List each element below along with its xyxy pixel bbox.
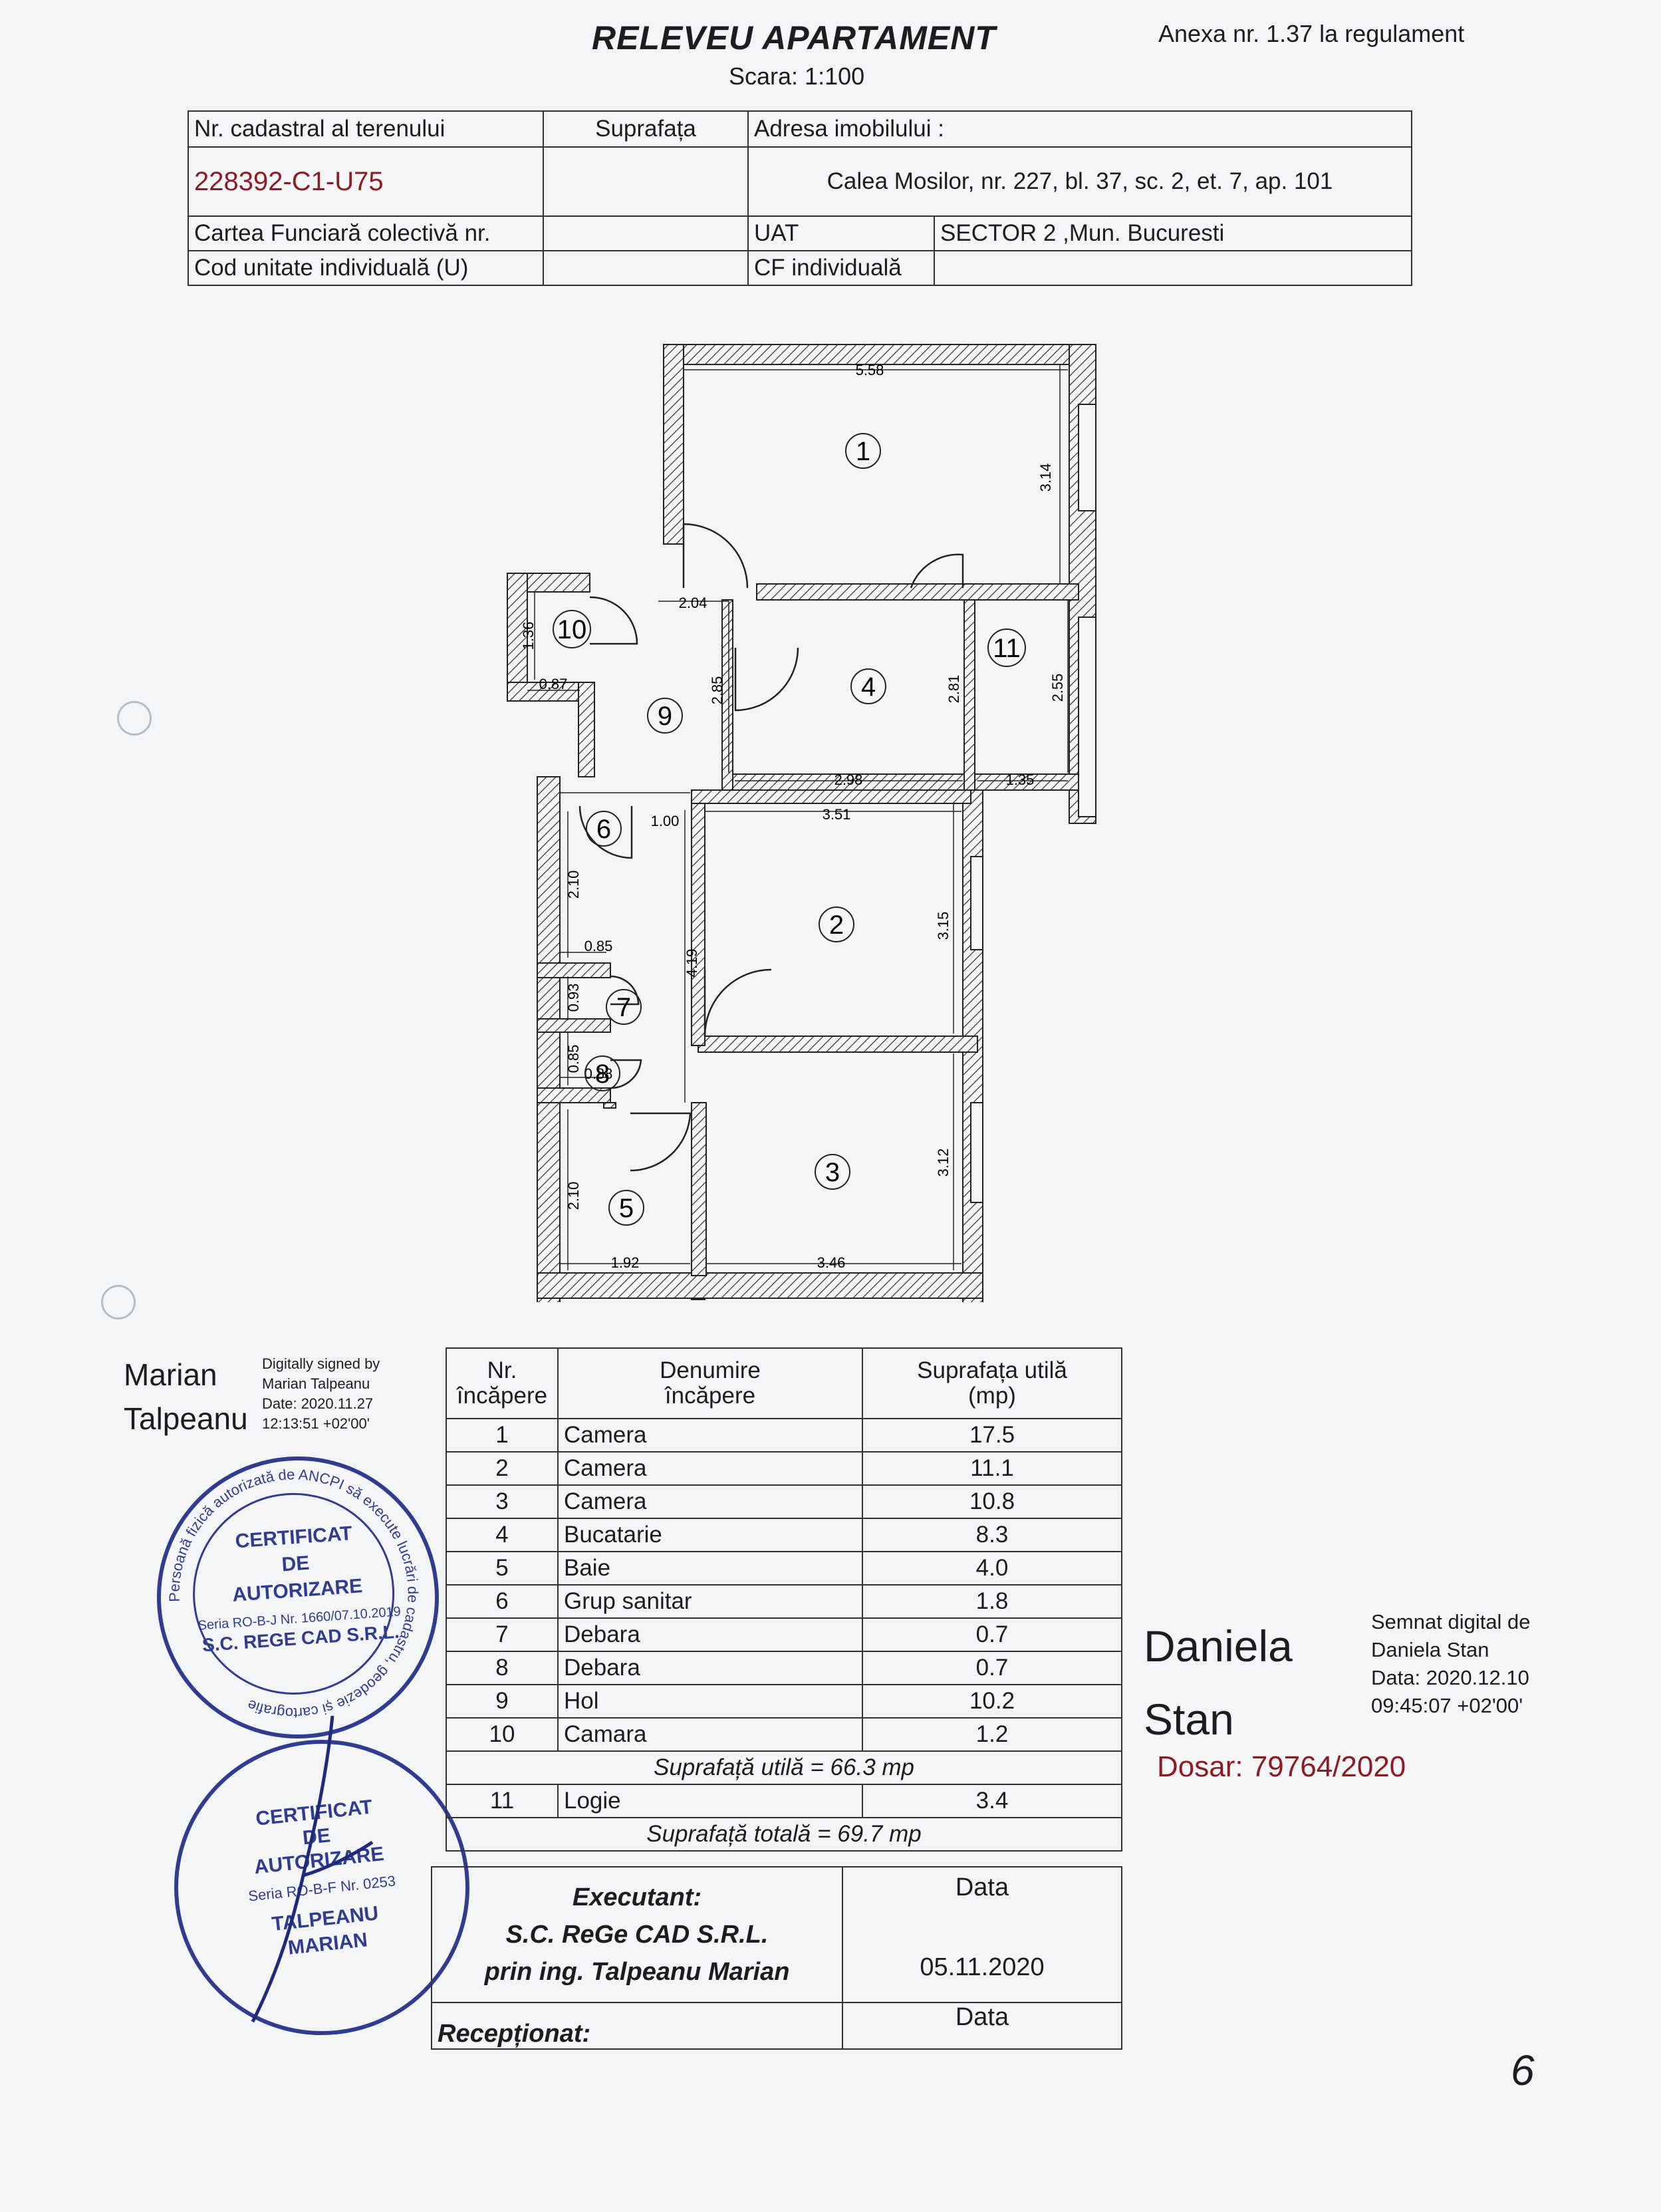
executant-date-cell: Data 05.11.2020 (842, 1866, 1122, 2003)
stamp-ring-text: Persoană fizică autorizată de ANCPI să e… (158, 1457, 430, 1730)
windows (970, 404, 1096, 1203)
property-info-table: Nr. cadastral al terenului Suprafața Adr… (188, 110, 1412, 286)
dim-r3-height: 3.12 (935, 1149, 952, 1177)
handwritten-signature (251, 1715, 374, 2023)
dim-r4-height: 2.81 (946, 675, 962, 704)
room-number-5: 5 (619, 1194, 634, 1223)
dim-r10-width: 0.87 (539, 676, 568, 692)
dim-r4-width: 2.98 (834, 771, 863, 788)
receptionat-date-cell: Data (842, 2002, 1122, 2050)
address-value: Calea Mosilor, nr. 227, bl. 37, sc. 2, e… (747, 146, 1412, 217)
dim-r1-height: 3.14 (1037, 464, 1054, 492)
cadastral-label: Nr. cadastral al terenului (188, 110, 544, 148)
cf-individual-value (934, 250, 1412, 286)
total-area: Suprafață totală = 69.7 mp (446, 1817, 1122, 1852)
dim-r8-width: 0.88 (584, 1065, 613, 1082)
scale-label: Scara: 1:100 (729, 63, 865, 90)
dim-hall-height: 4.19 (684, 949, 700, 978)
room-number-2: 2 (829, 910, 844, 940)
dim-r3-width: 3.46 (817, 1254, 846, 1271)
page-mark: 6 (1511, 2046, 1535, 2094)
executant-cell: Executant: S.C. ReGe CAD S.R.L. prin ing… (431, 1866, 843, 2003)
room-number-10: 10 (557, 615, 587, 644)
dim-r6-top: 1.00 (651, 813, 680, 829)
useful-area-total: Suprafață utilă = 66.3 mp (446, 1750, 1122, 1785)
dim-r5-height: 2.10 (565, 1182, 582, 1210)
room-numbers: 1 2 3 4 5 6 7 8 9 10 11 (557, 437, 1021, 1223)
dosar-number: Dosar: 79764/2020 (1157, 1750, 1406, 1783)
unit-code-label: Cod unitate individuală (U) (188, 250, 544, 286)
col-header-nr: Nr.încăpere (446, 1347, 559, 1419)
digital-signature-info-stan: Semnat digital de Daniela Stan Data: 202… (1371, 1610, 1531, 1717)
receptionat-cell: Recepționat: (431, 2002, 843, 2050)
unit-code-value (543, 250, 749, 286)
dimension-labels: 5.58 3.14 2.04 2.85 1.36 0.87 2.81 2.98 … (520, 362, 1066, 1271)
room-number-7: 7 (616, 993, 631, 1022)
room-number-circles (553, 433, 1026, 1226)
carte-funciara-label: Cartea Funciară colectivă nr. (188, 215, 544, 251)
cadastral-number: 228392-C1-U75 (188, 146, 544, 217)
signer-name-talpeanu: Marian Talpeanu (124, 1357, 248, 1436)
dim-r9-height: 2.85 (709, 676, 725, 705)
dim-r5-width: 1.92 (611, 1254, 640, 1271)
surface-label: Suprafața (543, 110, 749, 148)
authorization-stamp-company: Persoană fizică autorizată de ANCPI să e… (147, 1447, 449, 1748)
room-number-3: 3 (825, 1158, 840, 1187)
dim-r2-height: 3.15 (935, 912, 952, 940)
dim-r7-height: 0.93 (565, 984, 582, 1012)
room-number-11: 11 (993, 634, 1021, 663)
dim-r11-width: 1.35 (1006, 771, 1035, 788)
doors (578, 523, 964, 1172)
floor-plan: 5.58 3.14 2.04 2.85 1.36 0.87 2.81 2.98 … (507, 344, 1096, 1302)
document-title: RELEVEU APARTAMENT (592, 19, 996, 57)
signer-name-stan: Daniela Stan (1144, 1621, 1293, 1744)
room-number-9: 9 (658, 702, 672, 731)
dim-r2-width: 3.51 (823, 806, 851, 823)
dim-r6-width: 0.85 (584, 938, 613, 954)
annex-label: Anexa nr. 1.37 la regulament (1158, 20, 1465, 47)
dim-r6-height: 2.10 (565, 871, 582, 899)
dim-r10-height: 1.36 (520, 622, 537, 650)
digital-signature-info-talpeanu: Digitally signed by Marian Talpeanu Date… (262, 1355, 380, 1432)
room-number-8: 8 (595, 1059, 610, 1089)
room-number-1: 1 (856, 437, 870, 466)
executant-table: Executant: S.C. ReGe CAD S.R.L. prin ing… (431, 1866, 1122, 2050)
surface-value (543, 146, 749, 217)
dim-r11-height: 2.55 (1049, 674, 1066, 702)
binder-hole (101, 1285, 136, 1319)
executant-date: 05.11.2020 (920, 1953, 1045, 1981)
room-number-6: 6 (596, 815, 611, 844)
col-header-area: Suprafața utilă(mp) (862, 1347, 1122, 1419)
uat-label: UAT (747, 215, 935, 251)
dimension-lines (527, 364, 1069, 1270)
walls (507, 344, 1096, 1302)
address-label: Adresa imobilului : (747, 110, 1412, 148)
room-number-4: 4 (861, 672, 876, 702)
dim-r1-width: 5.58 (856, 362, 884, 378)
cf-individual-label: CF individuală (747, 250, 935, 286)
dim-r8-height: 0.85 (565, 1045, 582, 1073)
carte-funciara-value (543, 215, 749, 251)
binder-hole (117, 701, 152, 736)
uat-value: SECTOR 2 ,Mun. Bucuresti (934, 215, 1412, 251)
dim-r9-top: 2.04 (679, 595, 707, 611)
